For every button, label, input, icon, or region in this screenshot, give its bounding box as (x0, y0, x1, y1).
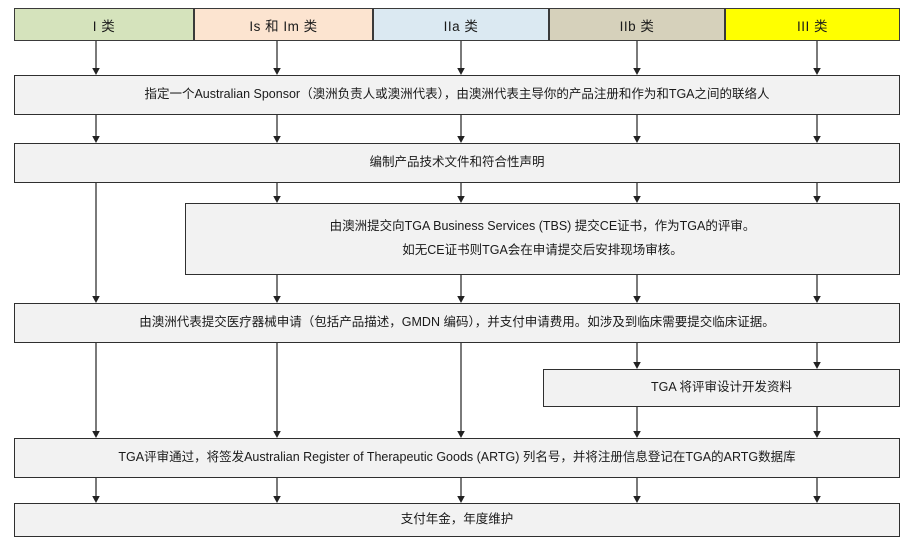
flow-arrow-c-b4-artg-3 (454, 343, 468, 438)
class-header-5: III 类 (725, 8, 900, 41)
flow-arrow-c-b4-artg-1 (89, 343, 103, 438)
box-application: 由澳洲代表提交医疗器械申请（包括产品描述，GMDN 编码），并支付申请费用。如涉… (14, 303, 900, 343)
box-design-dossier: TGA 将评审设计开发资料 (543, 369, 900, 407)
flow-arrow-c-artg-fee-4 (630, 478, 644, 503)
class-header-1: I 类 (14, 8, 194, 41)
flow-arrow-c-b2-b3-4 (630, 183, 644, 203)
flow-arrow-c-b1-b2-3 (454, 115, 468, 143)
flow-arrow-c-b3-b4-5 (810, 275, 824, 303)
box-sponsor-line-1: 指定一个Australian Sponsor（澳洲负责人或澳洲代表），由澳洲代表… (144, 87, 770, 102)
class-header-4: IIb 类 (549, 8, 725, 41)
flow-arrow-c-h2-b1 (270, 41, 284, 75)
box-tbs-ce-line-2: 如无CE证书则TGA会在申请提交后安排现场审核。 (402, 243, 683, 257)
flow-arrow-c-b4-dd-4 (630, 343, 644, 369)
flow-arrow-c-h1-b1 (89, 41, 103, 75)
class-header-label: IIb 类 (619, 18, 655, 34)
flow-arrow-c-artg-fee-5 (810, 478, 824, 503)
flow-arrow-c-b1-b2-2 (270, 115, 284, 143)
flow-arrow-c-b1-b2-4 (630, 115, 644, 143)
box-application-line-1: 由澳洲代表提交医疗器械申请（包括产品描述，GMDN 编码），并支付申请费用。如涉… (139, 315, 775, 330)
flow-arrow-c-artg-fee-1 (89, 478, 103, 503)
flow-arrow-c-b2-b3-5 (810, 183, 824, 203)
flow-arrow-c-b4-dd-5 (810, 343, 824, 369)
box-sponsor: 指定一个Australian Sponsor（澳洲负责人或澳洲代表），由澳洲代表… (14, 75, 900, 115)
class-header-label: Is 和 Im 类 (249, 18, 318, 34)
flow-arrow-c-b3-b4-3 (454, 275, 468, 303)
flow-arrow-c-dd-artg-5 (810, 407, 824, 438)
flow-arrow-c-h3-b1 (454, 41, 468, 75)
flow-arrow-c-artg-fee-3 (454, 478, 468, 503)
flow-arrow-c-b1-b2-1 (89, 115, 103, 143)
flow-arrow-c-b2-b3-3 (454, 183, 468, 203)
flow-arrow-c-b4-artg-2 (270, 343, 284, 438)
flow-arrow-c-h4-b1 (630, 41, 644, 75)
box-annual-fee-line-1: 支付年金，年度维护 (400, 512, 514, 527)
flow-arrow-c-artg-fee-2 (270, 478, 284, 503)
box-tbs-ce-line-1: 由澳洲提交向TGA Business Services (TBS) 提交CE证书… (329, 219, 756, 234)
class-header-2: Is 和 Im 类 (194, 8, 373, 41)
flow-arrow-c-b2-b3-2 (270, 183, 284, 203)
class-header-label: IIa 类 (443, 18, 479, 34)
class-header-label: I 类 (92, 18, 116, 34)
box-tbs-ce: 由澳洲提交向TGA Business Services (TBS) 提交CE证书… (185, 203, 900, 275)
box-artg-line-1: TGA评审通过，将签发Australian Register of Therap… (118, 450, 796, 465)
flow-arrow-c-h5-b1 (810, 41, 824, 75)
class-header-3: IIa 类 (373, 8, 549, 41)
class-header-label: III 类 (796, 18, 828, 34)
box-technical-file-line-1: 编制产品技术文件和符合性声明 (369, 155, 545, 170)
flow-arrow-c-b2-bypass (89, 183, 103, 303)
flow-arrow-c-b1-b2-5 (810, 115, 824, 143)
box-design-dossier-line-1: TGA 将评审设计开发资料 (651, 380, 792, 395)
box-technical-file: 编制产品技术文件和符合性声明 (14, 143, 900, 183)
flow-arrow-c-dd-artg-4 (630, 407, 644, 438)
box-annual-fee: 支付年金，年度维护 (14, 503, 900, 537)
flow-arrow-c-b3-b4-2 (270, 275, 284, 303)
flow-arrow-c-b3-b4-4 (630, 275, 644, 303)
box-artg: TGA评审通过，将签发Australian Register of Therap… (14, 438, 900, 478)
